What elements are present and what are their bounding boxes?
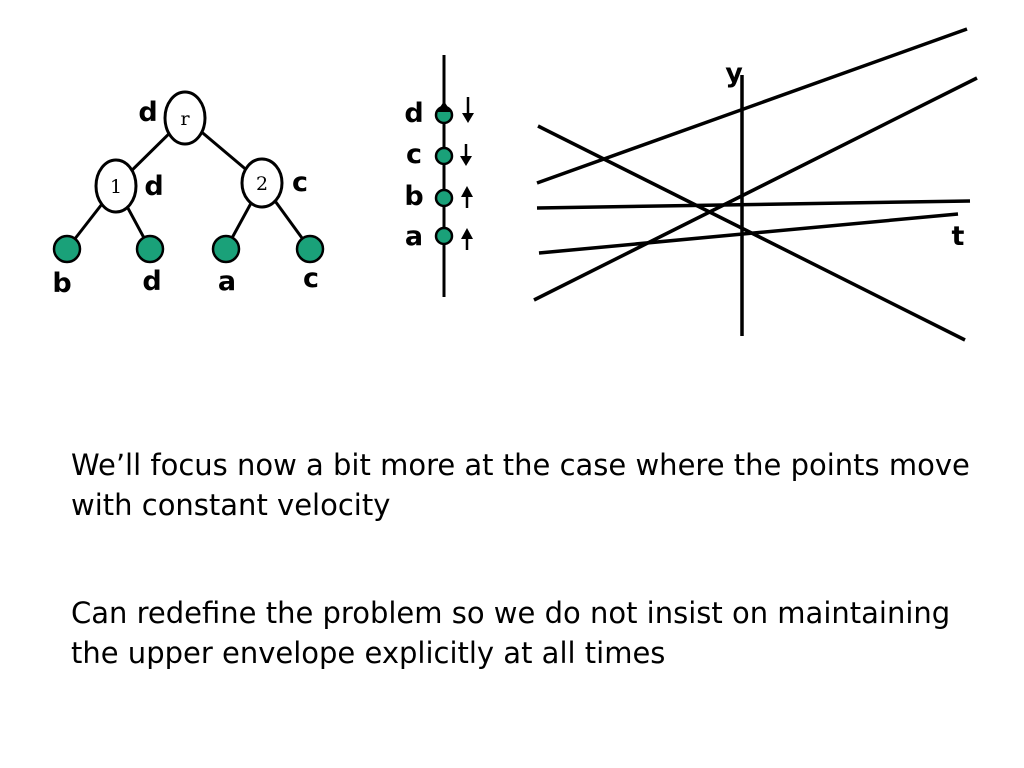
tree-node-2-tag: c <box>292 167 308 198</box>
tree-leaf-d-label: d <box>142 266 161 297</box>
arrow-up-icon <box>437 101 451 112</box>
order-point-b: b <box>404 181 473 212</box>
tree-leaf-d <box>135 234 165 264</box>
order-point-d-label: d <box>404 98 423 129</box>
arrow-up-icon <box>461 186 473 208</box>
tree-leaf-a-label: a <box>218 266 236 297</box>
arrow-down-icon <box>462 97 474 123</box>
paragraph-constant-velocity: We’ll focus now a bit more at the case w… <box>71 448 970 522</box>
trajectory-line-1 <box>536 27 968 185</box>
tree-root-label: r <box>180 108 190 130</box>
order-point-c: c <box>406 139 472 170</box>
order-point-b-dot <box>434 188 454 208</box>
line-arrangement-plot <box>533 27 978 342</box>
tree-leaf-a <box>211 234 241 264</box>
paragraph-redefine-problem: Can redefine the problem so we do not in… <box>71 596 951 670</box>
tree-node-2 <box>240 157 284 209</box>
tree-node-2-label: 2 <box>256 173 268 195</box>
tree-leaf-c <box>295 234 325 264</box>
trajectory-line-5 <box>538 212 959 255</box>
order-point-b-label: b <box>404 181 423 212</box>
y-axis-label: y <box>725 58 743 89</box>
arrow-up-icon <box>461 228 473 250</box>
tree-leaf-b <box>52 234 82 264</box>
arrow-down-icon <box>460 144 472 166</box>
trajectory-line-2 <box>533 76 978 302</box>
tree-node-1 <box>94 158 138 214</box>
tree-node-1-tag: d <box>144 171 163 202</box>
order-point-a: a <box>405 221 473 252</box>
t-axis-label: t <box>952 221 965 252</box>
order-point-c-label: c <box>406 139 422 170</box>
tree-root-tag: d <box>138 97 157 128</box>
order-point-d: d <box>404 97 474 129</box>
tree-leaf-b-label: b <box>52 268 71 299</box>
order-point-a-dot <box>434 226 454 246</box>
order-point-a-label: a <box>405 221 423 252</box>
order-point-c-dot <box>434 146 454 166</box>
trajectory-line-4 <box>536 199 971 210</box>
tree-root-node <box>163 90 207 146</box>
tree-leaf-c-label: c <box>303 263 319 294</box>
tree-node-1-label: 1 <box>110 176 122 198</box>
